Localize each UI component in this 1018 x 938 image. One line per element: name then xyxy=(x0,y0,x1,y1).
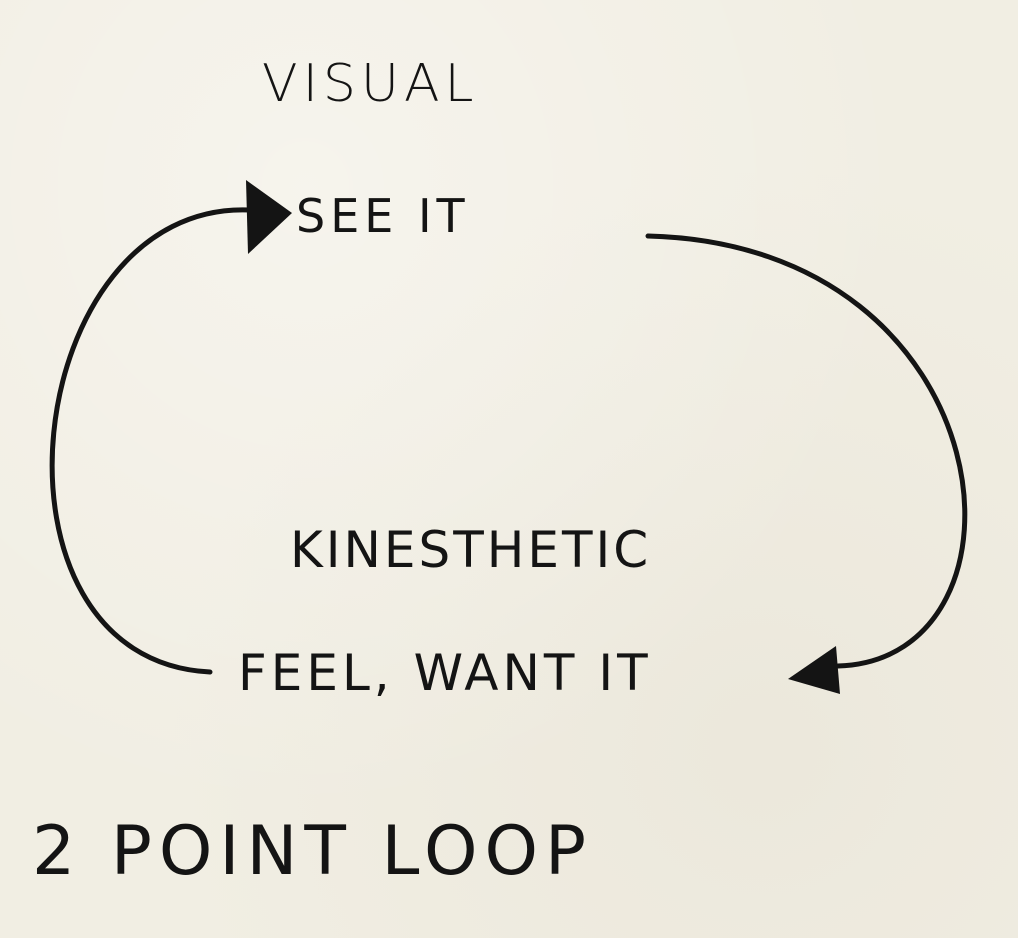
node-feel-want-it: FEEL, WANT IT xyxy=(238,644,652,702)
loop-connector-left xyxy=(49,207,253,675)
loop-connector-right xyxy=(645,233,968,669)
visual-heading: VISUAL xyxy=(262,54,479,114)
kinesthetic-heading: KINESTHETIC xyxy=(290,521,652,579)
node-see-it: SEE IT xyxy=(296,189,470,243)
caption-2-point-loop: 2 POINT LOOP xyxy=(32,812,593,891)
arrowhead-feel-icon xyxy=(788,646,840,694)
arrowhead-see-icon xyxy=(246,180,292,254)
